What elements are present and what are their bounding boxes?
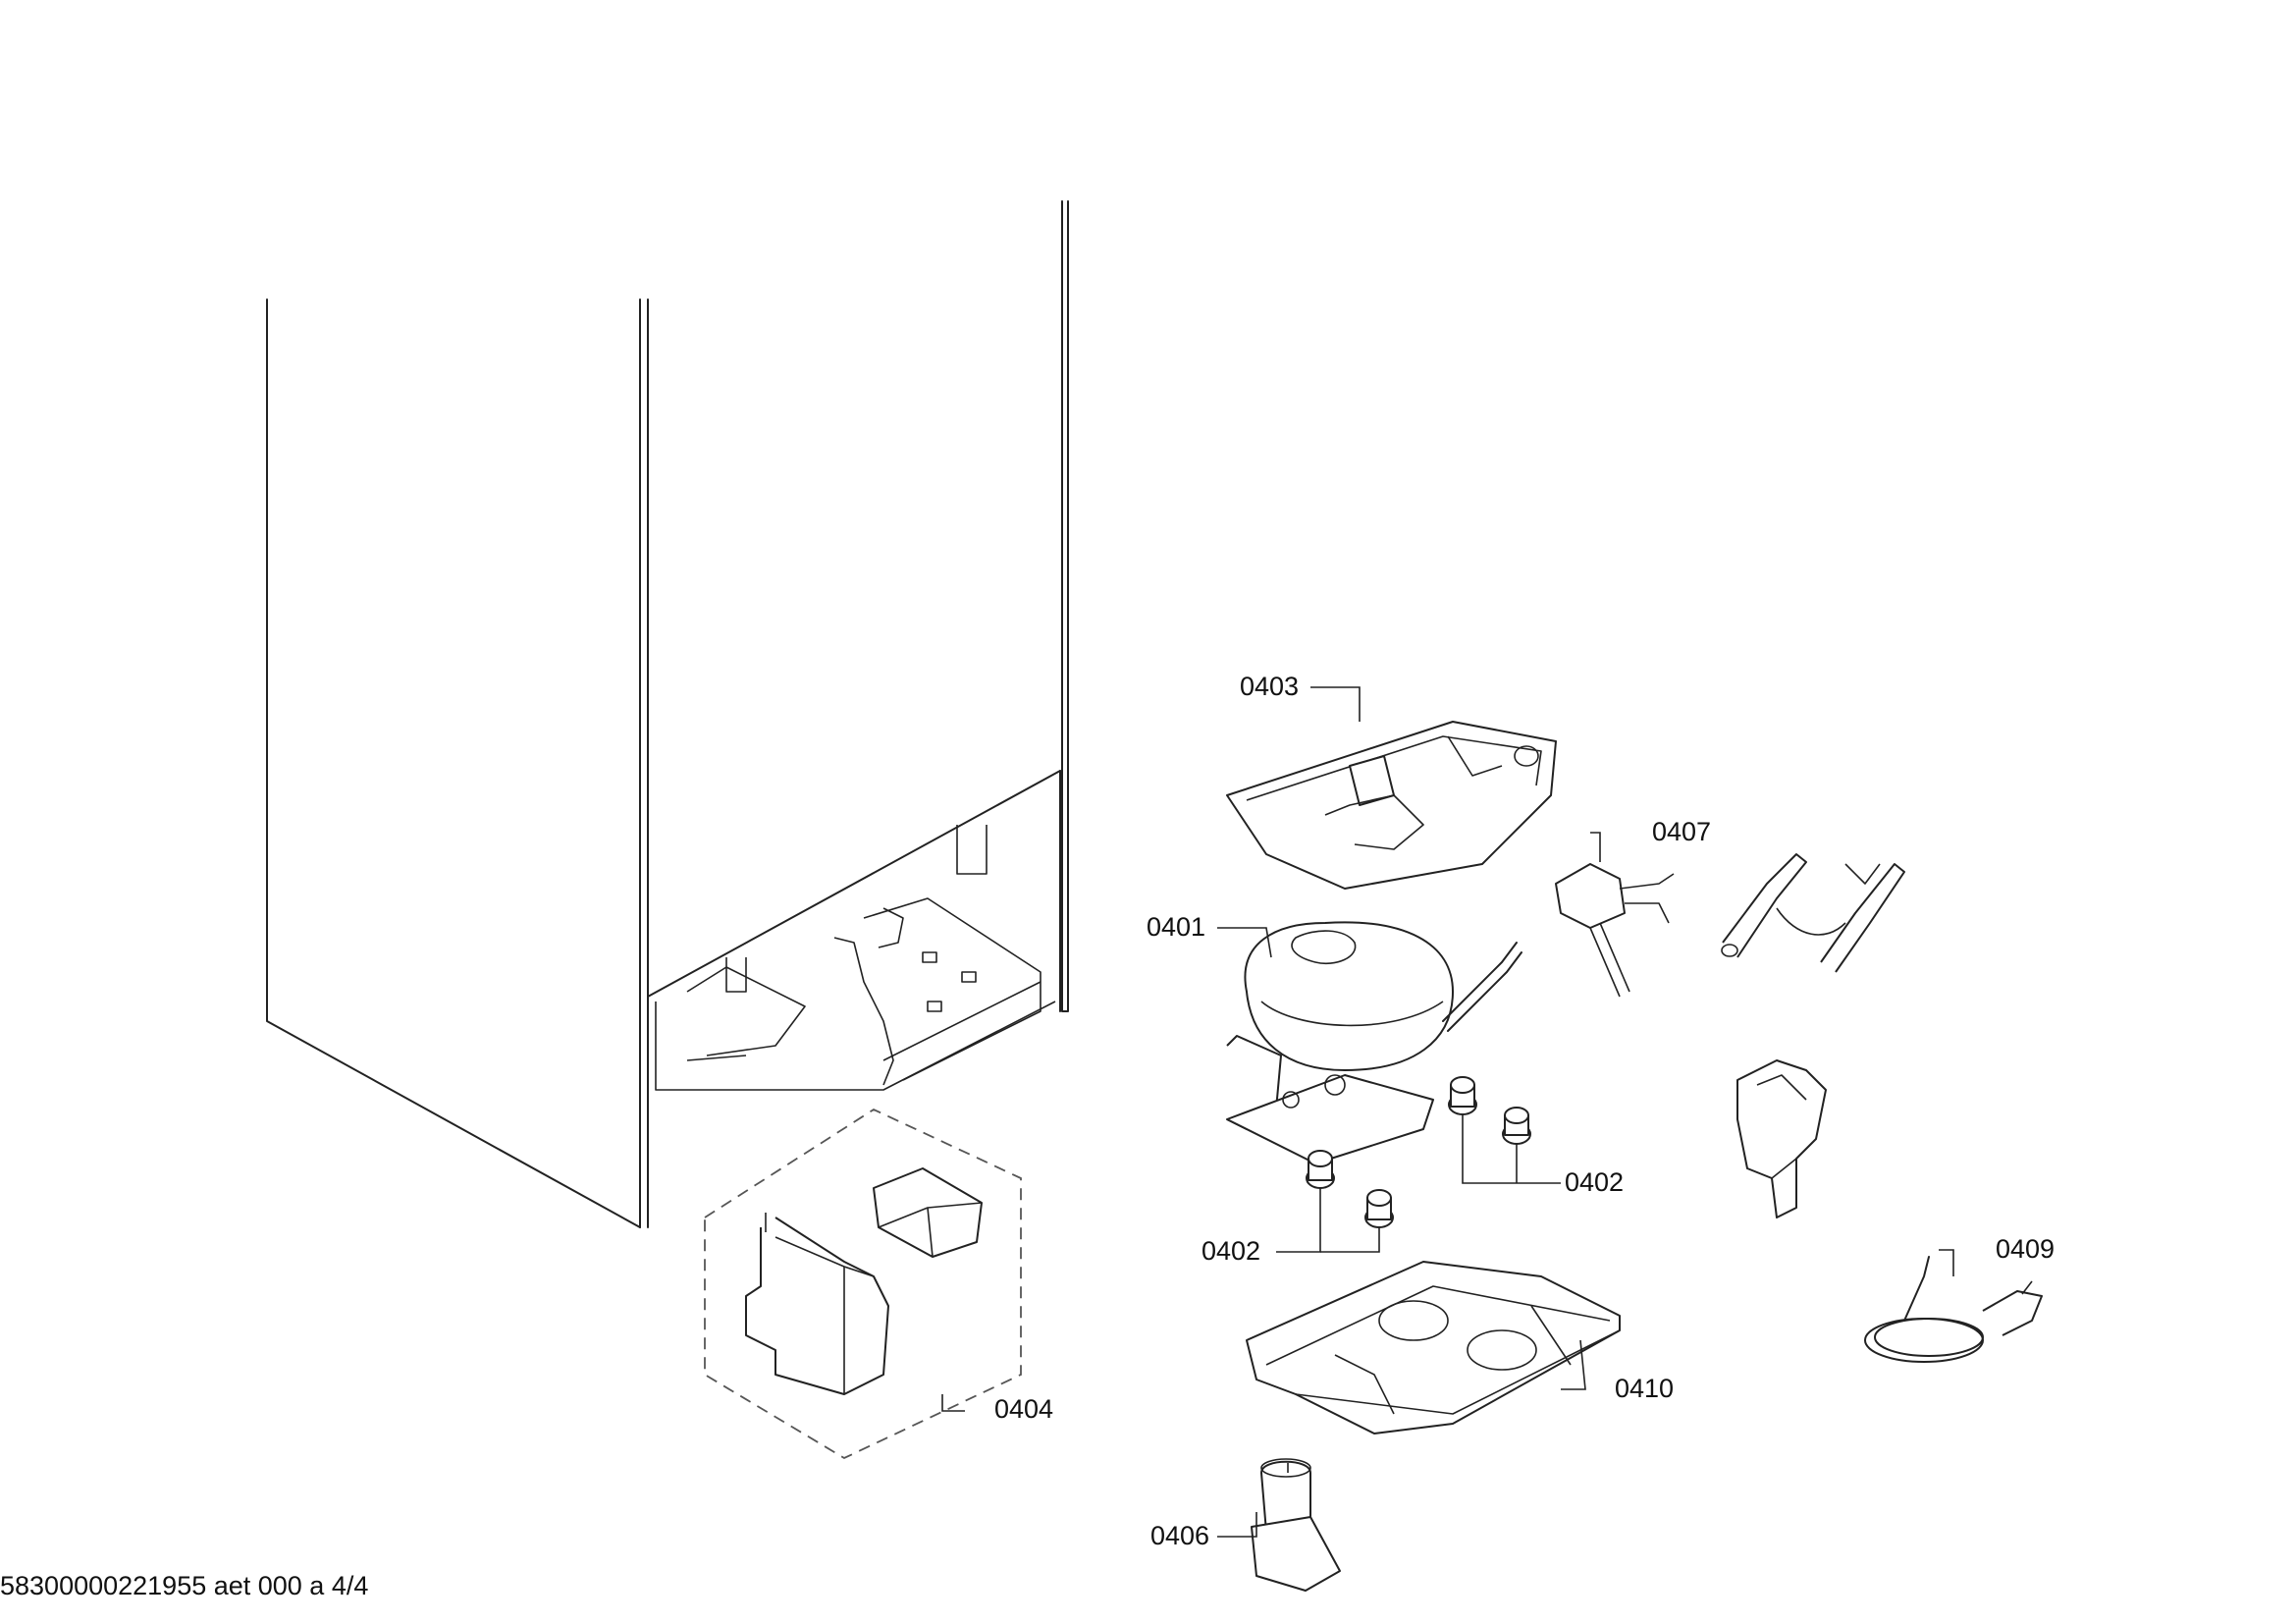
part-0403-tray bbox=[1226, 721, 1557, 890]
compressor-compartment bbox=[655, 825, 1056, 1091]
label-0403: 0403 bbox=[1240, 672, 1300, 701]
part-0406-drain bbox=[1251, 1458, 1341, 1592]
part-0409-cord bbox=[1864, 1256, 2043, 1363]
label-0406: 0406 bbox=[1150, 1521, 1210, 1550]
leader-lines bbox=[941, 686, 1954, 1538]
label-0409: 0409 bbox=[1996, 1234, 2056, 1264]
part-0407-relay bbox=[1555, 863, 1675, 998]
part-0401-compressor bbox=[1226, 921, 1522, 1164]
label-0401: 0401 bbox=[1147, 912, 1206, 942]
part-0402-grommets bbox=[1306, 1076, 1531, 1228]
label-0402-left: 0402 bbox=[1201, 1236, 1261, 1266]
bracket-part bbox=[1736, 1059, 1827, 1218]
refrigerator-cabinet bbox=[266, 200, 1069, 1228]
label-0410: 0410 bbox=[1615, 1374, 1675, 1403]
label-0404: 0404 bbox=[994, 1394, 1054, 1424]
part-0410-baseplate bbox=[1246, 1261, 1621, 1435]
label-0407: 0407 bbox=[1652, 817, 1712, 846]
assembly-0404-group bbox=[704, 1108, 1022, 1460]
document-footer-code: 58300000221955 aet 000 a 4/4 bbox=[0, 1571, 369, 1600]
label-0402-right: 0402 bbox=[1565, 1167, 1625, 1197]
sensor-clips bbox=[1721, 853, 1905, 973]
